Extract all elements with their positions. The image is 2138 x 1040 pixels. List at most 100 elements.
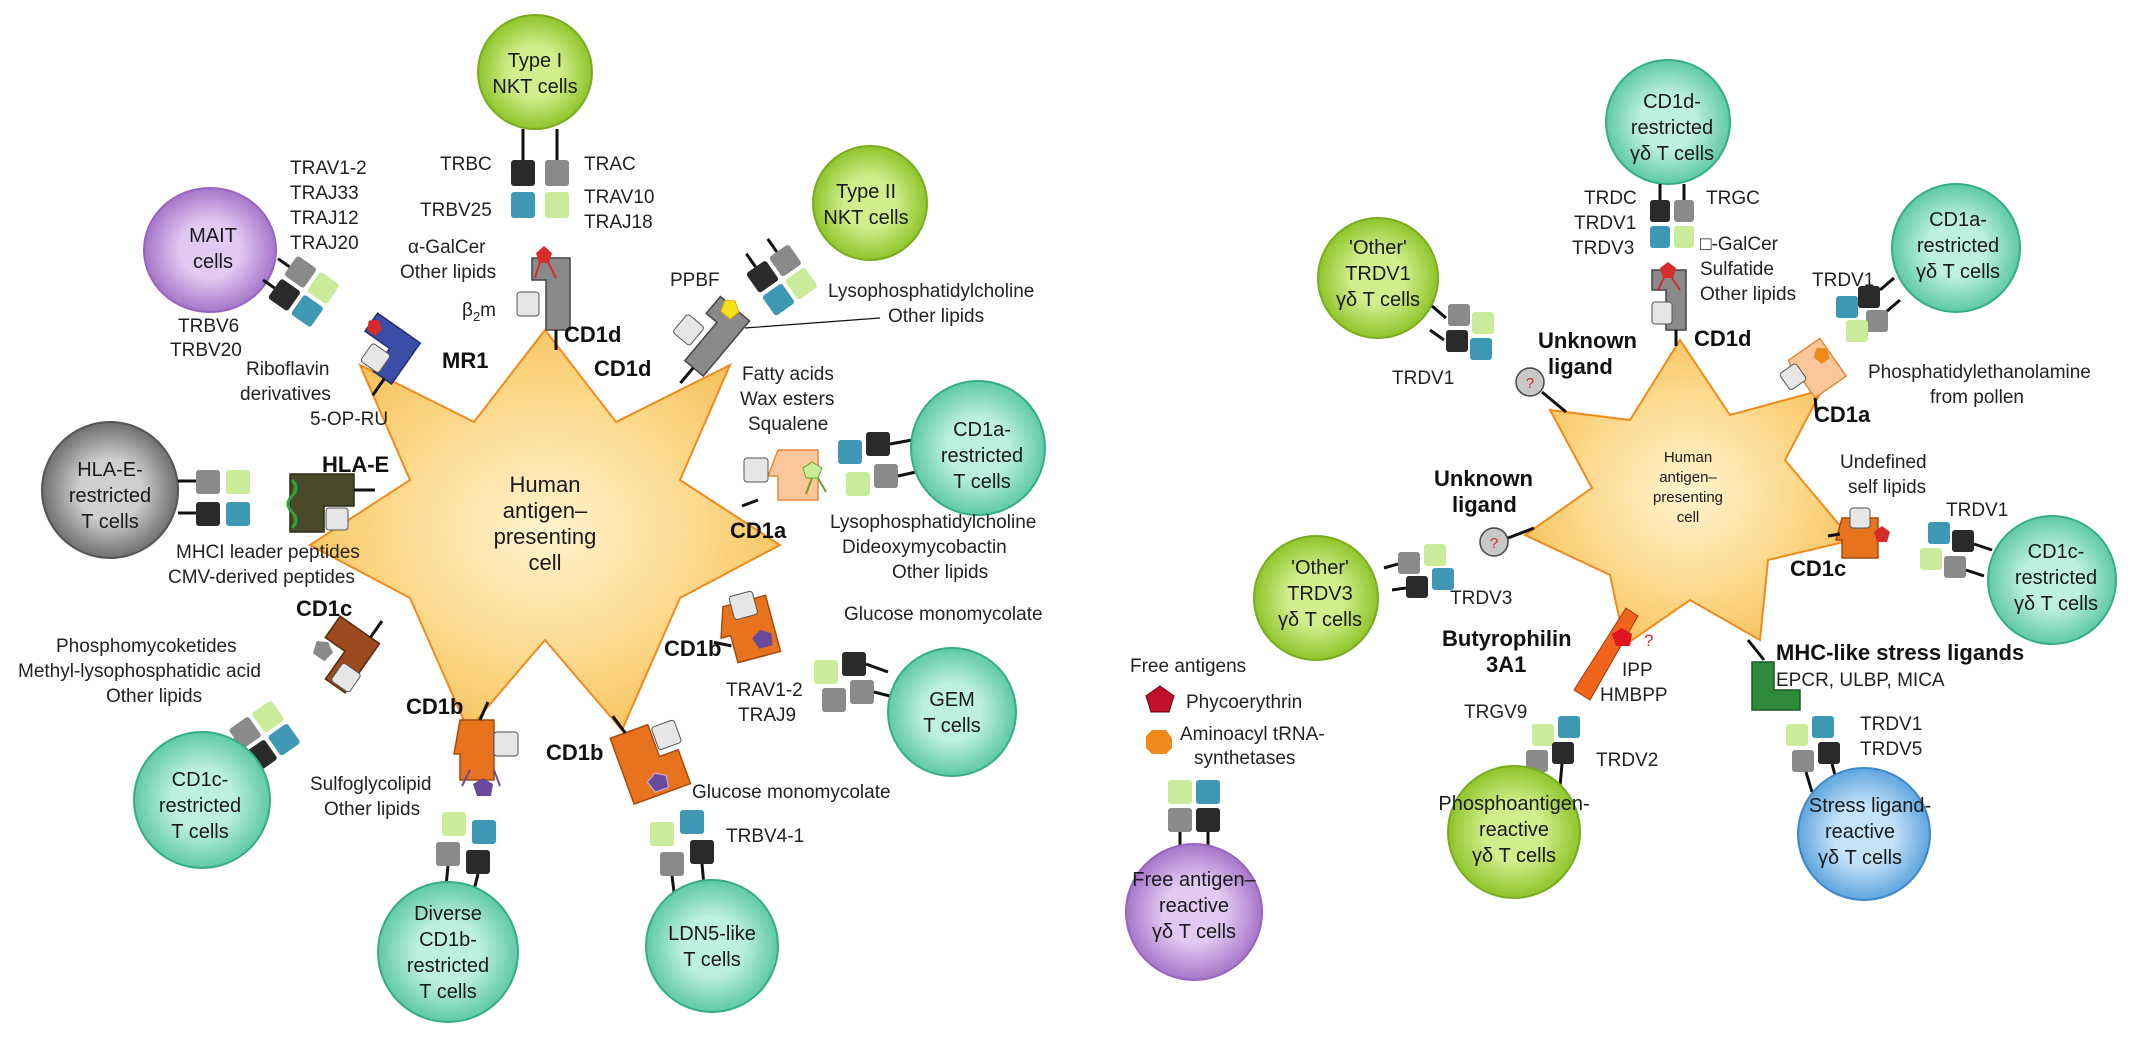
riboflavin-label-3: 5-OP-RU — [310, 409, 388, 430]
mr1-molecule — [360, 312, 422, 397]
unknown2-label-1: Unknown — [1434, 466, 1533, 491]
ppbf-label: PPBF — [670, 270, 720, 291]
unknown2-question-icon: ? — [1490, 535, 1498, 552]
undefined-label-2: self lipids — [1848, 477, 1926, 498]
cd1b-diverse-label-4: T cells — [419, 981, 476, 1003]
other-trdv1-cell: 'Other' TRDV1 γδ T cells — [1317, 217, 1439, 339]
unknown1-label-2: ligand — [1548, 354, 1613, 379]
stress-label-1: Stress ligand- — [1809, 795, 1931, 817]
trdv1-cd1c-label: TRDV1 — [1946, 500, 2008, 521]
cd1c-gd-molecule-label: CD1c — [1790, 556, 1846, 581]
trdv1-a-label: TRDV1 — [1574, 213, 1636, 234]
mait-trbv-2: TRBV20 — [170, 340, 242, 361]
trdv3-a-label: TRDV3 — [1572, 238, 1634, 259]
cd1a-left-label: CD1a — [730, 518, 787, 543]
cd1c-gd-tcr — [1920, 522, 1993, 578]
other-trdv1-label-2: TRDV1 — [1345, 263, 1411, 285]
cd1d-gd-cell: CD1d- restricted γδ T cells — [1605, 59, 1731, 185]
cd1c-gd-label-1: CD1c- — [2028, 541, 2085, 563]
sulfo-label-1: Sulfoglycolipid — [310, 774, 431, 795]
type1-nkt-label-2: NKT cells — [492, 76, 577, 98]
other-trdv1-label-3: γδ T cells — [1336, 289, 1420, 311]
cd1c-gd-molecule — [1827, 507, 1890, 559]
lysopc-top-label-1: Lysophosphatidylcholine — [828, 281, 1034, 302]
trdv1-left-label: TRDV1 — [1392, 368, 1454, 389]
stress-label-3: γδ T cells — [1818, 847, 1902, 869]
other-trdv3-label-3: γδ T cells — [1278, 609, 1362, 631]
free-antigens-title: Free antigens — [1130, 656, 1246, 677]
stress-ligands-label: EPCR, ULBP, MICA — [1776, 670, 1945, 691]
btn-label-2: 3A1 — [1486, 652, 1526, 677]
cd1a-left-molecule — [741, 449, 827, 508]
gem-tcr — [814, 652, 891, 712]
btn-question-icon: ? — [1644, 631, 1653, 650]
cd1c-cell-label-1: CD1c- — [172, 769, 229, 791]
trav10-label: TRAV10 — [584, 187, 654, 208]
cd1d-gd-label-1: CD1d- — [1643, 91, 1701, 113]
type1-nkt-tcr — [511, 129, 569, 218]
gem-label-2: T cells — [923, 715, 980, 737]
cd1d-gd-molecule-label: CD1d — [1694, 326, 1751, 351]
hlae-label-3: T cells — [81, 511, 138, 533]
undefined-label-1: Undefined — [1840, 452, 1927, 473]
cd1a-gd-cell: CD1a- restricted γδ T cells — [1891, 183, 2021, 313]
galcer-gd-label-2: Sulfatide — [1700, 259, 1774, 280]
lysopc-right-label-2: Dideoxymycobactin — [842, 537, 1007, 558]
gem-label-1: GEM — [929, 689, 975, 711]
mait-label-1: MAIT — [189, 225, 237, 247]
stress-tcr-label-1: TRDV1 — [1860, 714, 1922, 735]
mait-traj-1: TRAV1-2 — [290, 158, 367, 179]
phycoerythrin-label: Phycoerythrin — [1186, 692, 1302, 713]
ldn5-label-2: T cells — [683, 949, 740, 971]
unknown1-question-icon: ? — [1526, 375, 1534, 392]
btn3a1-molecule: ? — [1573, 607, 1653, 701]
btn-label-1: Butyrophilin — [1442, 626, 1572, 651]
mhci-label-1: MHCI leader peptides — [176, 542, 360, 563]
gem-tcr-label-1: TRAV1-2 — [726, 680, 803, 701]
cd1a-gd-molecule-label: CD1a — [1814, 402, 1871, 427]
left-apc-line2: antigen– — [503, 498, 588, 523]
galcer-label-2: Other lipids — [400, 262, 496, 283]
hlae-tcr — [178, 470, 250, 526]
cd1a-gd-molecule — [1779, 337, 1848, 415]
hlae-molecule-label: HLA-E — [322, 452, 389, 477]
trgc-label: TRGC — [1706, 188, 1760, 209]
lysopc-top-label-2: Other lipids — [888, 306, 984, 327]
left-apc-line1: Human — [510, 472, 581, 497]
gem-tcr-label-2: TRAJ9 — [738, 705, 796, 726]
mr1-label: MR1 — [442, 348, 488, 373]
hlae-molecule — [286, 473, 375, 533]
cd1b-diverse-tcr — [436, 812, 496, 891]
cd1d-gd-molecule — [1651, 262, 1687, 346]
cd1a-cell-label-3: T cells — [953, 471, 1010, 493]
right-apc-line2: antigen– — [1659, 469, 1717, 486]
ldn5-label-1: LDN5-like — [668, 923, 756, 945]
aminoacyl-icon — [1146, 730, 1172, 754]
type2-nkt-label-2: NKT cells — [823, 207, 908, 229]
hlae-label-2: restricted — [69, 485, 151, 507]
ldn5-tcr — [650, 810, 714, 893]
free-antigen-cell-label-2: reactive — [1159, 895, 1229, 917]
cd1d-right-molecule — [673, 295, 751, 385]
cd1a-restricted-cell: CD1a- restricted T cells — [910, 380, 1046, 516]
pe-pollen-label-1: Phosphatidylethanolamine — [1868, 362, 2091, 383]
pe-pollen-label-2: from pollen — [1930, 387, 2024, 408]
cd1b-bottom-right-molecule — [609, 715, 692, 806]
trbv41-label: TRBV4-1 — [726, 826, 804, 847]
cd1a-cell-label-1: CD1a- — [953, 419, 1011, 441]
traj18-label: TRAJ18 — [584, 212, 653, 233]
type1-nkt-cell: Type I NKT cells — [477, 14, 593, 130]
cd1a-left-tcr — [838, 432, 917, 496]
cd1c-gd-label-3: γδ T cells — [2014, 593, 2098, 615]
phosphoag-label-3: γδ T cells — [1472, 845, 1556, 867]
stress-label-2: reactive — [1825, 821, 1895, 843]
trbv25-label: TRBV25 — [420, 200, 492, 221]
trbc-label: TRBC — [440, 154, 492, 175]
right-apc-line1: Human — [1664, 449, 1712, 466]
left-apc-line3: presenting — [494, 524, 597, 549]
fatty-label-3: Squalene — [748, 414, 828, 435]
ipp-label-1: IPP — [1622, 660, 1653, 681]
cd1d-top-label: CD1d — [564, 322, 621, 347]
sulfo-label-2: Other lipids — [324, 799, 420, 820]
free-antigen-cell-label-1: Free antigen– — [1132, 869, 1256, 891]
